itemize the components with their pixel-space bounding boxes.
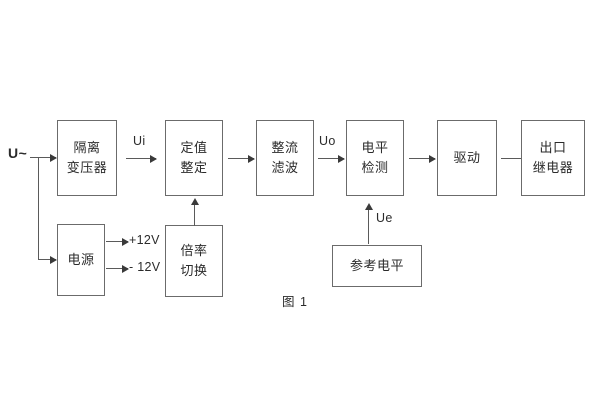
block-output-relay-line1: 出口 (539, 139, 567, 155)
arrow-input-to-power-supply (38, 255, 57, 264)
arrow-input-to-isolation-transformer (38, 153, 57, 162)
block-power-supply[interactable]: 电源 (57, 224, 105, 296)
block-drive-line1: 驱动 (453, 149, 481, 165)
arrow-setting-to-rectify (228, 154, 255, 163)
supply-label-positive: +12V (129, 233, 160, 247)
signal-label-ui: Ui (133, 134, 146, 148)
block-multiplier-switch[interactable]: 倍率 切换 (165, 225, 223, 297)
block-setting-value[interactable]: 定值 整定 (165, 120, 223, 196)
block-power-supply-line1: 电源 (67, 251, 95, 267)
supply-label-negative: - 12V (129, 260, 161, 274)
block-setting-value-line2: 整定 (180, 160, 208, 175)
block-reference-level-line1: 参考电平 (349, 257, 404, 273)
block-rectify-filter-line1: 整流 (271, 139, 299, 155)
block-level-detection[interactable]: 电平 检测 (346, 120, 404, 196)
block-output-relay[interactable]: 出口 继电器 (521, 120, 585, 196)
block-setting-value-line1: 定值 (180, 139, 208, 155)
block-isolation-transformer[interactable]: 隔离 变压器 (57, 120, 117, 196)
block-rectify-filter-line2: 滤波 (271, 160, 299, 175)
input-stub-wire (30, 157, 39, 158)
block-reference-level[interactable]: 参考电平 (332, 245, 422, 287)
arrow-reference-to-level-detection (364, 203, 373, 244)
arrow-rectify-to-level-detection (318, 154, 345, 163)
block-output-relay-line2: 继电器 (532, 160, 574, 175)
block-multiplier-switch-line1: 倍率 (180, 242, 208, 258)
block-isolation-transformer-line1: 隔离 (73, 139, 101, 155)
figure-caption: 图 1 (282, 295, 308, 309)
block-isolation-transformer-line2: 变压器 (66, 160, 108, 175)
input-branch-vertical-wire (38, 157, 39, 259)
block-multiplier-switch-line2: 切换 (180, 263, 208, 278)
input-voltage-label: U~ (8, 145, 28, 161)
arrow-isolation-to-setting (126, 154, 157, 163)
arrow-multiplier-to-setting (190, 198, 199, 226)
arrow-level-detection-to-drive (409, 154, 436, 163)
arrow-power-supply-negative (106, 264, 129, 273)
block-level-detection-line2: 检测 (361, 160, 389, 175)
block-level-detection-line1: 电平 (361, 139, 389, 155)
arrow-power-supply-positive (106, 237, 129, 246)
signal-label-ue: Ue (376, 211, 393, 225)
signal-label-uo: Uo (319, 134, 336, 148)
block-rectify-filter[interactable]: 整流 滤波 (256, 120, 314, 196)
block-drive[interactable]: 驱动 (437, 120, 497, 196)
